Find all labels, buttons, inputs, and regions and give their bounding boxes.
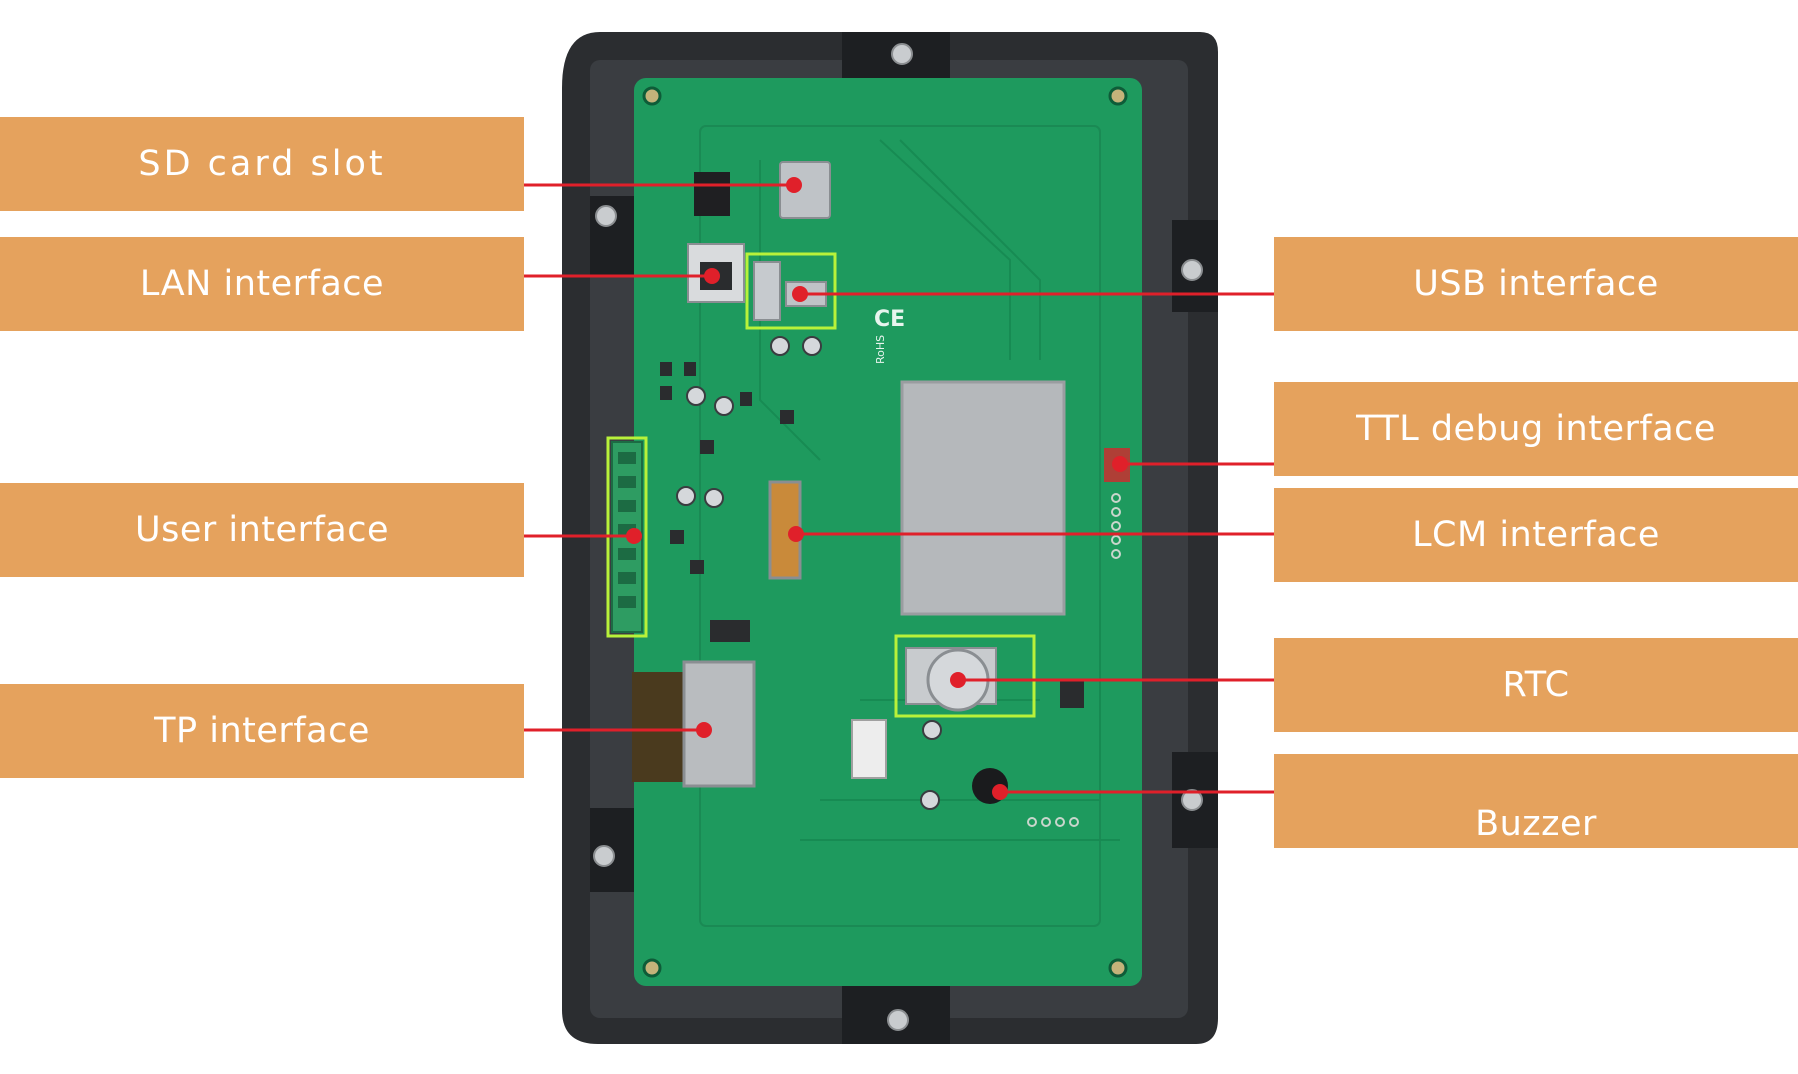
component [780, 410, 794, 424]
dot-ttl [1112, 456, 1128, 472]
component [700, 440, 714, 454]
capacitor [686, 386, 706, 406]
hole-tr [1108, 86, 1128, 106]
screw-top [891, 43, 913, 65]
component [660, 386, 672, 400]
highlight-usb [745, 252, 837, 330]
pcb-traces [759, 139, 1120, 841]
label-tp-interface: TP interface [0, 684, 524, 778]
header-pin [1111, 493, 1121, 503]
sd-card-slot [779, 161, 831, 219]
white-connector [851, 719, 887, 779]
header-pin [1111, 521, 1121, 531]
pcb-inner-outline [699, 125, 1101, 927]
capacitor [920, 790, 940, 810]
passive-components [660, 362, 1084, 708]
label-lan-interface: LAN interface [0, 237, 524, 331]
dot-lcm [788, 526, 804, 542]
hole-br [1108, 958, 1128, 978]
tp-connector [682, 660, 756, 788]
ce-mark: CE [874, 307, 905, 332]
rohs-mark: RoHS [874, 335, 887, 364]
component [710, 620, 750, 642]
dot-user [626, 528, 642, 544]
header-pin [1027, 817, 1037, 827]
highlight-rtc [894, 634, 1036, 718]
label-buzzer: Buzzer [1274, 754, 1798, 848]
dot-lan [704, 268, 720, 284]
header-pin [1055, 817, 1065, 827]
capacitor [704, 488, 724, 508]
dot-sd [786, 177, 802, 193]
hole-bl [642, 958, 662, 978]
component [670, 530, 684, 544]
component [684, 362, 696, 376]
component [1060, 680, 1084, 708]
screw-bottom [887, 1009, 909, 1031]
terminal-pin [618, 596, 636, 608]
label-rtc: RTC [1274, 638, 1798, 732]
capacitor [770, 336, 790, 356]
terminal-pin [618, 476, 636, 488]
label-user-interface: User interface [0, 483, 524, 577]
screw-left-top [595, 205, 617, 227]
mounting-holes [642, 86, 1128, 978]
tp-flex-cable [632, 672, 684, 782]
label-lcm-interface: LCM interface [1274, 488, 1798, 582]
screw-right-top [1181, 259, 1203, 281]
dot-buzzer [992, 784, 1008, 800]
terminal-pin [618, 452, 636, 464]
screws [593, 43, 1203, 1031]
screw-left-bottom [593, 845, 615, 867]
dot-tp [696, 722, 712, 738]
ic-chip-sd [694, 172, 730, 216]
core-module-shield [900, 380, 1066, 616]
terminal-pins [618, 452, 636, 608]
component [660, 362, 672, 376]
header-pin [1041, 817, 1051, 827]
terminal-pin [618, 500, 636, 512]
dot-usb [792, 286, 808, 302]
header-pin [1111, 507, 1121, 517]
component [690, 560, 704, 574]
header-pin [1069, 817, 1079, 827]
header-pin [1111, 535, 1121, 545]
leader-lines [524, 183, 1274, 794]
screw-right-bottom [1181, 789, 1203, 811]
usb-port [753, 261, 781, 321]
leader-dots [626, 177, 1128, 800]
capacitor [714, 396, 734, 416]
capacitor [676, 486, 696, 506]
hole-tl [642, 86, 662, 106]
component [740, 392, 752, 406]
capacitor [802, 336, 822, 356]
label-ttl-debug-interface: TTL debug interface [1274, 382, 1798, 476]
header-pin [1111, 549, 1121, 559]
terminal-pin [618, 572, 636, 584]
header-pins [1027, 493, 1121, 827]
terminal-pin [618, 548, 636, 560]
dot-rtc [950, 672, 966, 688]
capacitors [676, 336, 942, 810]
capacitor [922, 720, 942, 740]
label-sd-card-slot: SD card slot [0, 117, 524, 211]
label-usb-interface: USB interface [1274, 237, 1798, 331]
